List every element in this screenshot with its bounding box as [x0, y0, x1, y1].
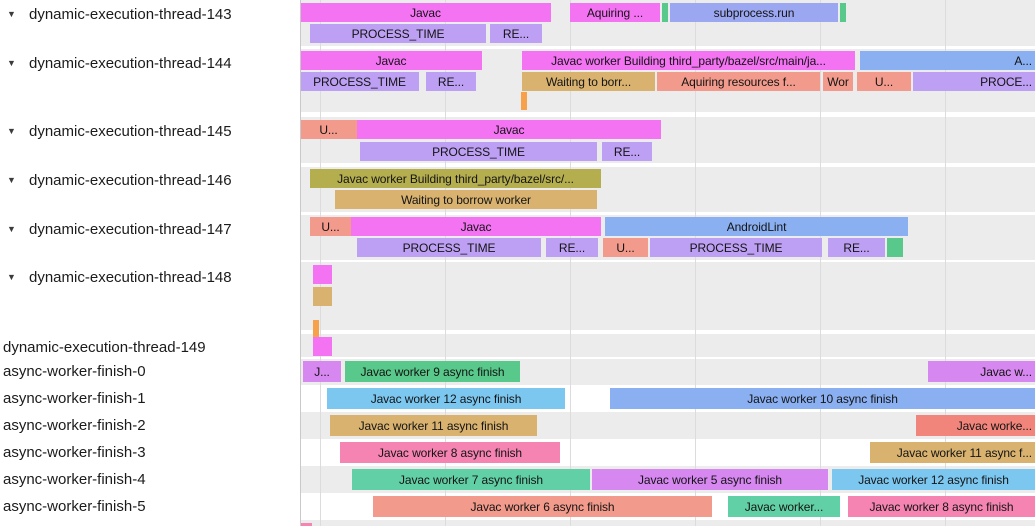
gridline	[945, 0, 946, 526]
trace-slice[interactable]: Javac worker 8 async finish	[340, 442, 560, 463]
gridline	[695, 0, 696, 526]
track-label: dynamic-execution-thread-143	[29, 5, 232, 23]
gridline	[820, 0, 821, 526]
trace-slice[interactable]: Aquiring resources f...	[657, 72, 820, 91]
gridline	[570, 0, 571, 526]
trace-slice[interactable]: Javac worke...	[916, 415, 1035, 436]
trace-slice[interactable]: Javac	[351, 217, 601, 236]
track-label: async-worker-finish-1	[3, 389, 146, 407]
trace-slice[interactable]	[313, 287, 332, 306]
trace-slice[interactable]: Aquiring ...	[570, 3, 660, 22]
trace-slice[interactable]: PROCE...	[913, 72, 1035, 91]
track-band	[300, 262, 1035, 330]
track-label: dynamic-execution-thread-147	[29, 220, 232, 238]
track-label: dynamic-execution-thread-149	[3, 338, 206, 356]
trace-slice[interactable]	[662, 3, 668, 22]
collapse-arrow-icon[interactable]: ▼	[7, 272, 16, 282]
collapse-arrow-icon[interactable]: ▼	[7, 126, 16, 136]
trace-slice[interactable]: Javac worker...	[728, 496, 840, 517]
trace-slice[interactable]	[313, 337, 332, 356]
collapse-arrow-icon[interactable]: ▼	[7, 224, 16, 234]
track-band	[300, 520, 1035, 526]
trace-slice[interactable]: Javac worker 5 async finish	[592, 469, 828, 490]
trace-slice[interactable]: Javac worker 11 async f...	[870, 442, 1035, 463]
track-row[interactable]: ▼ dynamic-execution-thread-146	[0, 170, 300, 190]
track-row[interactable]: async-worker-finish-0	[0, 361, 300, 381]
trace-slice[interactable]: Javac worker 11 async finish	[330, 415, 537, 436]
trace-slice[interactable]: A...	[860, 51, 1035, 70]
track-row[interactable]: async-worker-finish-4	[0, 469, 300, 489]
trace-slice[interactable]: Waiting to borr...	[522, 72, 655, 91]
track-row[interactable]: async-worker-finish-5	[0, 496, 300, 516]
trace-slice[interactable]: AndroidLint	[605, 217, 908, 236]
track-row[interactable]: ▼ dynamic-execution-thread-148	[0, 267, 300, 287]
track-row[interactable]: async-worker-finish-2	[0, 415, 300, 435]
trace-slice[interactable]: PROCESS_TIME	[360, 142, 597, 161]
trace-slice[interactable]: Javac worker 10 async finish	[610, 388, 1035, 409]
track-label: dynamic-execution-thread-146	[29, 171, 232, 189]
trace-slice[interactable]: U...	[310, 217, 351, 236]
trace-slice[interactable]: RE...	[602, 142, 652, 161]
track-row[interactable]: async-worker-finish-1	[0, 388, 300, 408]
track-band	[300, 334, 1035, 357]
gridline	[445, 0, 446, 526]
track-label: dynamic-execution-thread-145	[29, 122, 232, 140]
trace-slice[interactable]: J...	[303, 361, 341, 382]
trace-slice[interactable]: RE...	[546, 238, 598, 257]
collapse-arrow-icon[interactable]: ▼	[7, 175, 16, 185]
track-row[interactable]: dynamic-execution-thread-149	[0, 337, 300, 357]
trace-slice[interactable]	[313, 265, 332, 284]
trace-slice[interactable]: PROCESS_TIME	[650, 238, 822, 257]
trace-slice[interactable]	[887, 238, 903, 257]
trace-slice[interactable]	[840, 3, 846, 22]
trace-slice[interactable]: RE...	[490, 24, 542, 43]
trace-slice[interactable]: U...	[300, 120, 357, 139]
trace-slice[interactable]: PROCESS_TIME	[310, 24, 486, 43]
trace-slice[interactable]: RE...	[426, 72, 476, 91]
trace-slice[interactable]: Javac	[300, 3, 551, 22]
marker-tick[interactable]	[521, 92, 527, 110]
track-label: dynamic-execution-thread-148	[29, 268, 232, 286]
track-row[interactable]: async-worker-finish-3	[0, 442, 300, 462]
trace-slice[interactable]: PROCESS_TIME	[300, 72, 419, 91]
trace-slice[interactable]: Javac worker Building third_party/bazel/…	[522, 51, 855, 70]
trace-slice[interactable]: U...	[603, 238, 648, 257]
trace-slice[interactable]: Waiting to borrow worker	[335, 190, 597, 209]
trace-slice[interactable]: Javac worker 8 async finish	[848, 496, 1035, 517]
collapse-arrow-icon[interactable]: ▼	[7, 58, 16, 68]
track-row[interactable]: ▼ dynamic-execution-thread-145	[0, 121, 300, 141]
collapse-arrow-icon[interactable]: ▼	[7, 9, 16, 19]
trace-slice[interactable]: Javac	[357, 120, 661, 139]
trace-slice[interactable]: Javac worker 7 async finish	[352, 469, 590, 490]
track-row[interactable]: ▼ dynamic-execution-thread-144	[0, 53, 300, 73]
track-label: async-worker-finish-4	[3, 470, 146, 488]
trace-slice[interactable]: PROCESS_TIME	[357, 238, 541, 257]
track-sidebar: ▼ dynamic-execution-thread-143 ▼ dynamic-ex…	[0, 0, 300, 526]
gridline	[320, 0, 321, 526]
trace-slice[interactable]: RE...	[828, 238, 885, 257]
track-label: dynamic-execution-thread-144	[29, 54, 232, 72]
trace-slice[interactable]: Javac	[300, 51, 482, 70]
trace-slice[interactable]: Javac worker Building third_party/bazel/…	[310, 169, 601, 188]
trace-slice[interactable]: Javac worker 12 async finish	[327, 388, 565, 409]
trace-slice[interactable]	[300, 523, 312, 526]
track-row[interactable]: ▼ dynamic-execution-thread-147	[0, 219, 300, 239]
sidebar-divider	[300, 0, 301, 526]
marker-tick[interactable]	[313, 320, 319, 338]
trace-slice[interactable]: Javac worker 12 async finish	[832, 469, 1035, 490]
trace-slice[interactable]: Wor	[823, 72, 853, 91]
track-row[interactable]: ▼ dynamic-execution-thread-143	[0, 4, 300, 24]
trace-slice[interactable]: Javac w...	[928, 361, 1035, 382]
trace-slice[interactable]: Javac worker 9 async finish	[345, 361, 520, 382]
track-label: async-worker-finish-0	[3, 362, 146, 380]
trace-slice[interactable]: subprocess.run	[670, 3, 838, 22]
track-label: async-worker-finish-5	[3, 497, 146, 515]
track-label: async-worker-finish-3	[3, 443, 146, 461]
trace-slice[interactable]: Javac worker 6 async finish	[373, 496, 712, 517]
track-label: async-worker-finish-2	[3, 416, 146, 434]
trace-slice[interactable]: U...	[857, 72, 911, 91]
